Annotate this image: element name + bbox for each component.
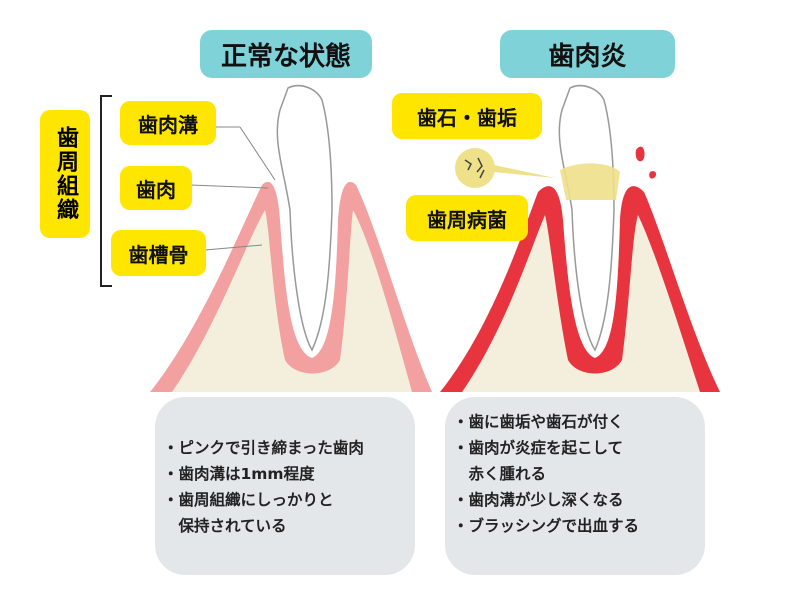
bacteria-magnified xyxy=(455,148,495,188)
note: ・ブラッシングで出血する xyxy=(453,517,640,535)
inflamed-bone xyxy=(462,215,700,392)
bracket xyxy=(100,95,112,287)
label-tartar: 歯石・歯垢 xyxy=(392,93,542,139)
blood-drops xyxy=(635,146,657,179)
notes-gingivitis: ・歯に歯垢や歯石が付く ・歯肉が炎症を起こして 赤く腫れる ・歯肉溝が少し深くな… xyxy=(445,397,705,575)
label-sulcus: 歯肉溝 xyxy=(120,101,216,145)
note: 保持されている xyxy=(163,517,287,535)
note: ・歯肉溝は1mm程度 xyxy=(163,465,315,483)
note: ・歯周組織にしっかりと xyxy=(163,491,334,509)
tartar xyxy=(560,163,620,200)
note: ・歯肉溝が少し深くなる xyxy=(453,491,624,509)
note: ・ピンクで引き締まった歯肉 xyxy=(163,439,364,457)
gingivitis-tooth-diagram xyxy=(440,84,720,392)
notes-normal: ・ピンクで引き締まった歯肉 ・歯肉溝は1mm程度 ・歯周組織にしっかりと 保持さ… xyxy=(155,397,415,575)
healthy-bone xyxy=(172,210,412,392)
label-gum: 歯肉 xyxy=(120,166,192,210)
title-normal: 正常な状態 xyxy=(200,30,372,78)
healthy-tooth-diagram xyxy=(150,84,432,392)
note: 赤く腫れる xyxy=(453,465,547,483)
label-bacteria: 歯周病菌 xyxy=(406,195,528,241)
note: ・歯肉が炎症を起こして xyxy=(453,439,624,457)
label-bone: 歯槽骨 xyxy=(111,230,206,276)
label-periodontal-tissue: 歯周組織 xyxy=(40,110,90,238)
title-gingivitis: 歯肉炎 xyxy=(500,30,675,78)
healthy-tooth xyxy=(276,84,333,352)
note: ・歯に歯垢や歯石が付く xyxy=(453,413,624,431)
